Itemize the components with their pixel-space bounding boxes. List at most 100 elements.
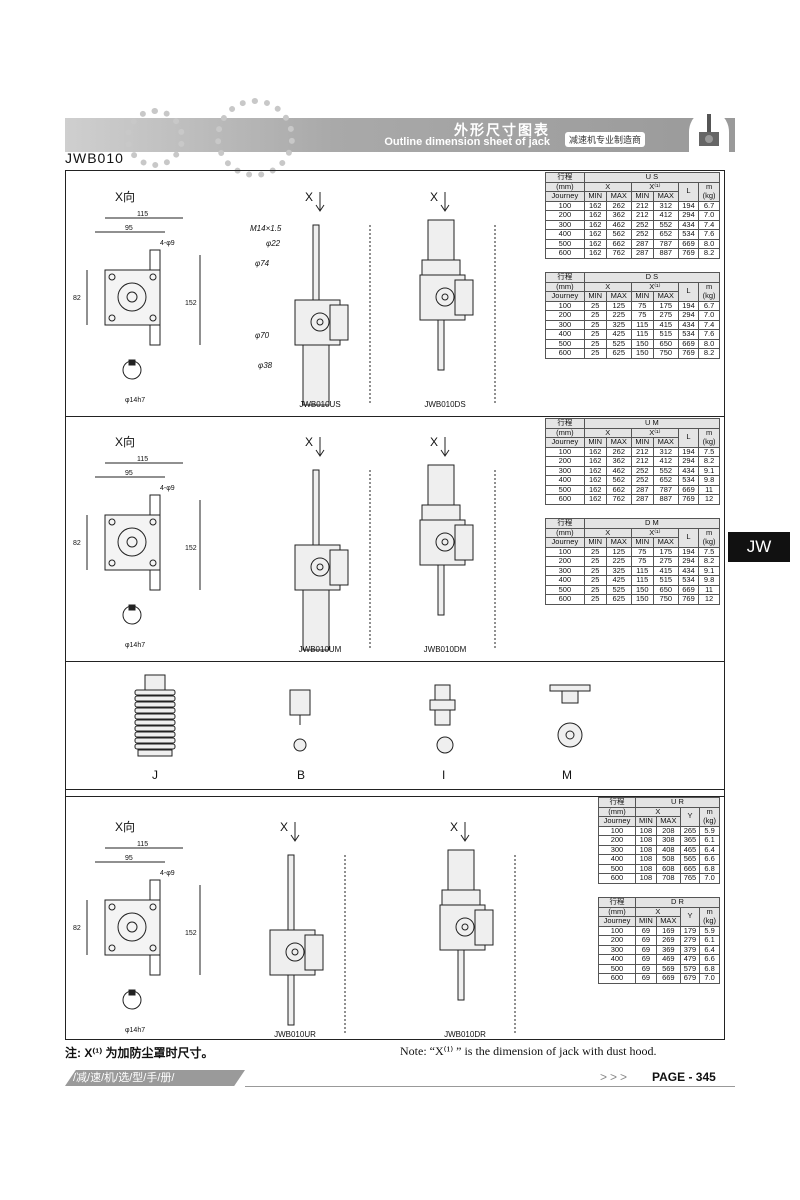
table-cell: 69 <box>634 954 657 965</box>
banner-title-en: Outline dimension sheet of jack <box>384 136 550 148</box>
table-cell: 162 <box>583 210 607 221</box>
table-cell: D M <box>583 518 721 529</box>
table-cell: Journey <box>545 437 585 448</box>
table-cell: Journey <box>545 537 585 548</box>
table-cell: 6.1 <box>699 835 720 846</box>
banner-title-cn: 外形尺寸图表 <box>454 122 550 138</box>
table-cell: D R <box>634 897 721 908</box>
table-cell: 287 <box>630 248 654 259</box>
table-cell: 275 <box>652 310 679 321</box>
table-cell: 162 <box>583 494 607 505</box>
table-cell: MIN <box>583 437 607 448</box>
table-cell: 769 <box>677 594 700 605</box>
accessory-bellows-drawing <box>134 674 176 757</box>
jack-side-view-drawing <box>294 224 371 406</box>
footer-line <box>245 1086 735 1087</box>
footer-arrows: >>> <box>600 1070 631 1084</box>
table-cell: 294 <box>677 556 700 567</box>
jack-side-view-drawing <box>294 469 371 651</box>
table-cell: MIN <box>583 537 607 548</box>
gear-decoration-icon <box>215 98 295 178</box>
accessory-label: J <box>152 768 158 782</box>
table-cell: 162 <box>583 456 607 467</box>
table-cell: 252 <box>630 475 654 486</box>
table-cell: U R <box>634 797 721 808</box>
table-cell: 69 <box>634 973 657 984</box>
table-cell: 425 <box>605 575 632 586</box>
table-cell: Journey <box>598 816 636 827</box>
divider <box>66 416 724 417</box>
dim-label: 152 <box>185 545 197 552</box>
note-cn: 注: X⁽¹⁾ 为加防尘罩时尺寸。 <box>65 1046 214 1060</box>
table-cell: 269 <box>655 935 681 946</box>
table-cell: 887 <box>652 494 679 505</box>
dim-shaft-diameter-label: φ22 <box>266 239 281 248</box>
accessory-label: I <box>442 768 446 782</box>
table-cell: 200 <box>545 556 585 567</box>
table-cell: Journey <box>598 916 636 927</box>
table-cell: 708 <box>655 873 681 884</box>
table-cell: 7.0 <box>699 873 720 884</box>
table-cell: U M <box>583 418 721 429</box>
dim-label: 82 <box>73 925 81 932</box>
view-direction-label: X向 <box>115 435 136 449</box>
side-tab-jw[interactable]: JW <box>728 532 790 562</box>
table-cell: 769 <box>677 494 700 505</box>
table-cell: MIN <box>630 437 654 448</box>
table-cell: 769 <box>677 348 700 359</box>
table-cell: 6.6 <box>699 854 720 865</box>
table-cell: m(kg) <box>698 181 720 202</box>
table-cell: m(kg) <box>699 906 720 927</box>
x-arrow-label: X <box>450 820 459 834</box>
model-title: JWB010 <box>65 150 124 166</box>
table-cell: Y <box>679 806 701 827</box>
x-arrow-label: X <box>280 820 289 834</box>
table-cell: 150 <box>630 348 654 359</box>
table-cell: MAX <box>605 291 632 302</box>
table-cell: 行程 <box>545 272 585 283</box>
dim-label: 4-φ9 <box>160 485 175 492</box>
table-cell: 12 <box>698 594 720 605</box>
table-cell: 225 <box>605 310 632 321</box>
table-cell: MAX <box>652 537 679 548</box>
table-cell: 750 <box>652 594 679 605</box>
table-cell: 362 <box>605 456 632 467</box>
table-cell: MIN <box>630 537 654 548</box>
arrow-down-icon <box>440 437 450 457</box>
table-cell: 行程 <box>598 897 636 908</box>
table-cell: 652 <box>652 229 679 240</box>
table-cell: 600 <box>598 873 636 884</box>
table-cell: 8.2 <box>698 348 720 359</box>
table-cell: 652 <box>652 475 679 486</box>
table-cell: 294 <box>677 456 700 467</box>
table-cell: MAX <box>655 816 681 827</box>
dim-label: 82 <box>73 295 81 302</box>
table-cell: MIN <box>630 291 654 302</box>
table-cell: 200 <box>545 310 585 321</box>
dim-label: 115 <box>137 211 148 218</box>
table-cell: 600 <box>545 494 585 505</box>
table-cell: 365 <box>679 835 701 846</box>
table-cell: 534 <box>677 229 700 240</box>
gear-decoration-icon <box>125 108 185 168</box>
jack-side-view-drawing <box>419 219 496 405</box>
table-cell: 6.1 <box>699 935 720 946</box>
dim-label: 115 <box>137 841 148 848</box>
table-cell: 108 <box>634 873 657 884</box>
table-cell: 108 <box>634 835 657 846</box>
table-cell: 7.6 <box>698 229 720 240</box>
table-cell: 565 <box>679 854 701 865</box>
table-cell: 769 <box>677 248 700 259</box>
table-cell: 115 <box>630 329 654 340</box>
jack-side-view-drawing <box>269 854 346 1035</box>
